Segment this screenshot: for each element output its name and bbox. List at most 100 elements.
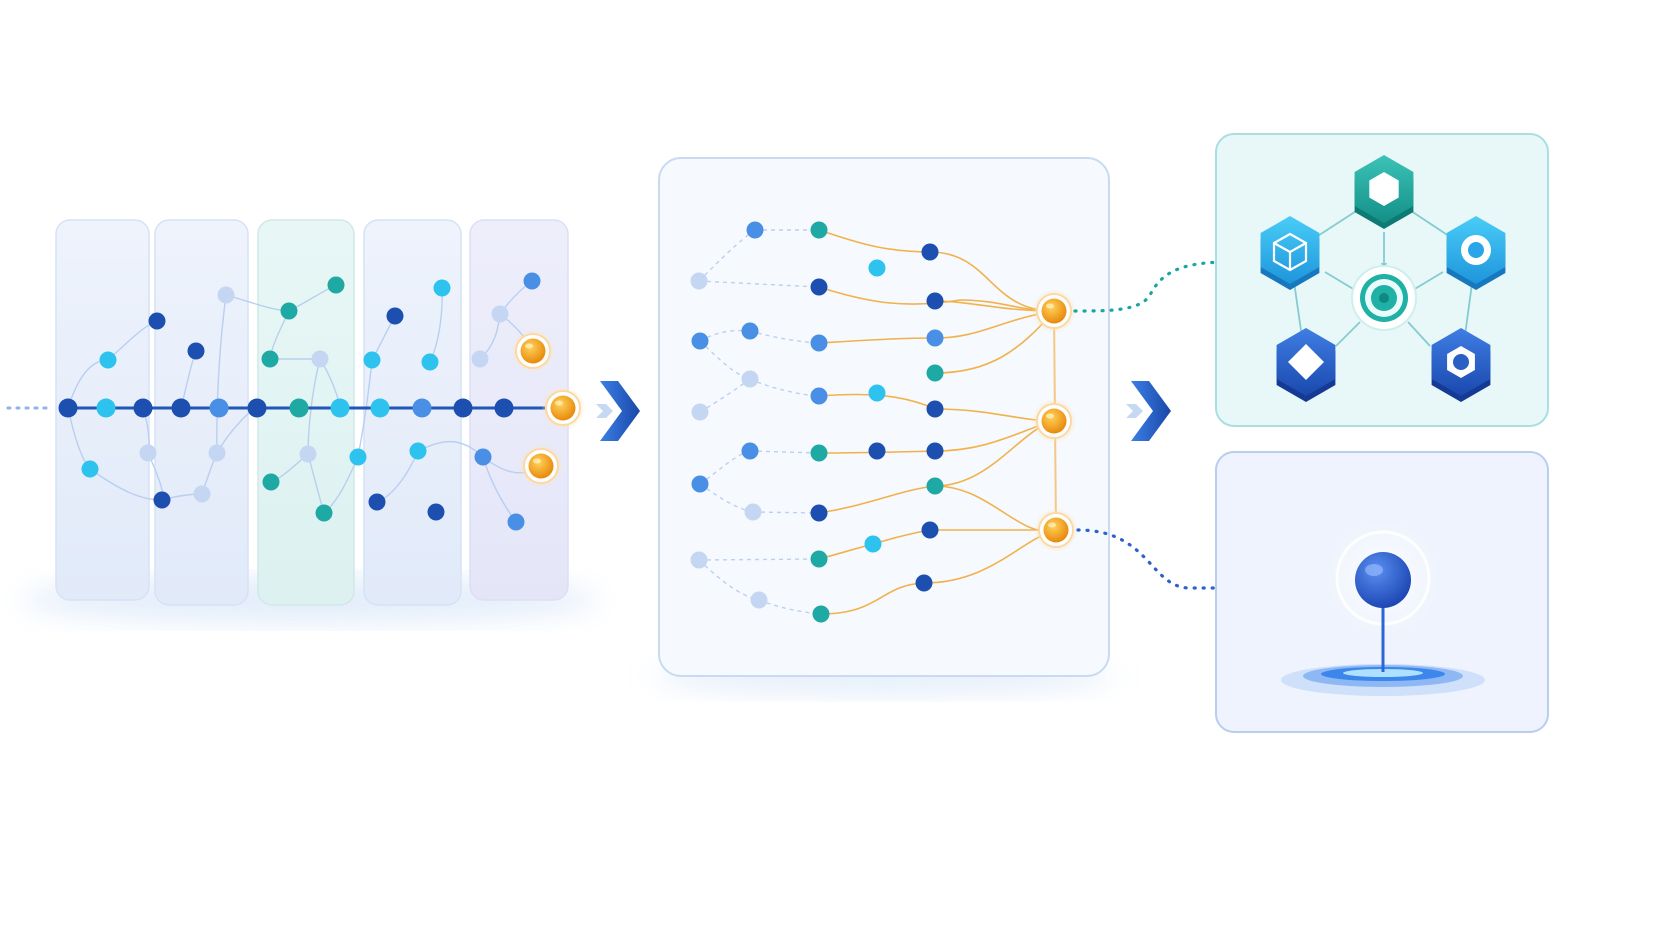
- chevron-right-icon: [1126, 381, 1171, 441]
- graph-node: [433, 279, 451, 297]
- graph-node: [750, 591, 768, 609]
- graph-node: [315, 504, 333, 522]
- output-node: [1032, 289, 1076, 333]
- graph-node: [368, 493, 386, 511]
- diamond-icon: [1276, 328, 1336, 402]
- graph-node: [868, 259, 886, 277]
- graph-node: [299, 445, 317, 463]
- hexagon-module-cluster-icon: [1215, 133, 1549, 427]
- graph-node: [921, 521, 939, 539]
- graph-node: [474, 448, 492, 466]
- hexagon-icon: [1354, 155, 1414, 229]
- pin-head: [1355, 552, 1411, 608]
- graph-node: [217, 286, 235, 304]
- input-node: [691, 332, 709, 350]
- graph-node: [139, 444, 157, 462]
- highlight-node: [519, 444, 563, 488]
- graph-node: [864, 535, 882, 553]
- spine-node: [289, 398, 309, 418]
- graph-node: [193, 485, 211, 503]
- graph-node: [810, 334, 828, 352]
- output-node: [1032, 399, 1076, 443]
- graph-node: [921, 243, 939, 261]
- layer-column-2: [154, 219, 249, 606]
- graph-node: [810, 444, 828, 462]
- graph-node: [812, 605, 830, 623]
- graph-node: [421, 353, 439, 371]
- graph-node: [491, 305, 509, 323]
- graph-node: [746, 221, 764, 239]
- network-nodes: [690, 221, 1078, 623]
- graph-node: [915, 574, 933, 592]
- input-node: [690, 551, 708, 569]
- center-node-icon: [1351, 265, 1417, 331]
- graph-node: [507, 513, 525, 531]
- spine-node: [96, 398, 116, 418]
- graph-node: [409, 442, 427, 460]
- spine-node: [209, 398, 229, 418]
- input-node: [690, 272, 708, 290]
- spine-node: [453, 398, 473, 418]
- cube-icon: [1260, 216, 1320, 290]
- output-node: [1034, 508, 1078, 552]
- graph-node: [363, 351, 381, 369]
- graph-node: [926, 400, 944, 418]
- graph-node: [810, 550, 828, 568]
- graph-node: [868, 384, 886, 402]
- graph-node: [349, 448, 367, 466]
- graph-node: [810, 387, 828, 405]
- graph-node: [153, 491, 171, 509]
- graph-node: [810, 221, 828, 239]
- ring-icon: [1446, 216, 1506, 290]
- graph-node: [926, 329, 944, 347]
- layer-link: [216, 294, 227, 454]
- multi-layer-sequence-graph: [6, 219, 600, 622]
- graph-node: [81, 460, 99, 478]
- graph-node: [386, 307, 404, 325]
- network-link: [699, 483, 754, 513]
- graph-node: [926, 477, 944, 495]
- parallel-pathway-network: [654, 157, 1114, 694]
- network-link: [752, 511, 820, 514]
- spine-node: [247, 398, 267, 418]
- spine-node: [370, 398, 390, 418]
- graph-node: [427, 503, 445, 521]
- network-link: [749, 450, 820, 454]
- graph-node: [327, 276, 345, 294]
- graph-node: [208, 444, 226, 462]
- input-node: [691, 403, 709, 421]
- graph-node: [523, 272, 541, 290]
- graph-node: [868, 442, 886, 460]
- spine-node: [171, 398, 191, 418]
- spine-node: [330, 398, 350, 418]
- graph-node: [262, 473, 280, 491]
- graph-node: [261, 350, 279, 368]
- graph-node: [810, 504, 828, 522]
- blue-dotted-output-link: [1076, 528, 1352, 590]
- graph-node: [810, 278, 828, 296]
- highlight-node: [511, 329, 555, 373]
- input-node: [691, 475, 709, 493]
- graph-node: [741, 442, 759, 460]
- spine-node: [412, 398, 432, 418]
- chevron-right-icon: [596, 381, 640, 441]
- location-pin-icon: [1215, 451, 1549, 733]
- spine-node: [494, 398, 514, 418]
- graph-node: [99, 351, 117, 369]
- spine-node: [58, 398, 78, 418]
- graph-node: [741, 322, 759, 340]
- graph-node: [744, 503, 762, 521]
- gear-ring-icon: [1431, 328, 1491, 402]
- graph-node: [741, 370, 759, 388]
- highlight-node: [541, 386, 585, 430]
- converging-link: [818, 286, 1055, 312]
- graph-node: [280, 302, 298, 320]
- graph-node: [926, 292, 944, 310]
- graph-node: [311, 350, 329, 368]
- graph-node: [148, 312, 166, 330]
- graph-node: [926, 442, 944, 460]
- layer-nodes: [58, 272, 585, 531]
- spine-node: [133, 398, 153, 418]
- graph-node: [187, 342, 205, 360]
